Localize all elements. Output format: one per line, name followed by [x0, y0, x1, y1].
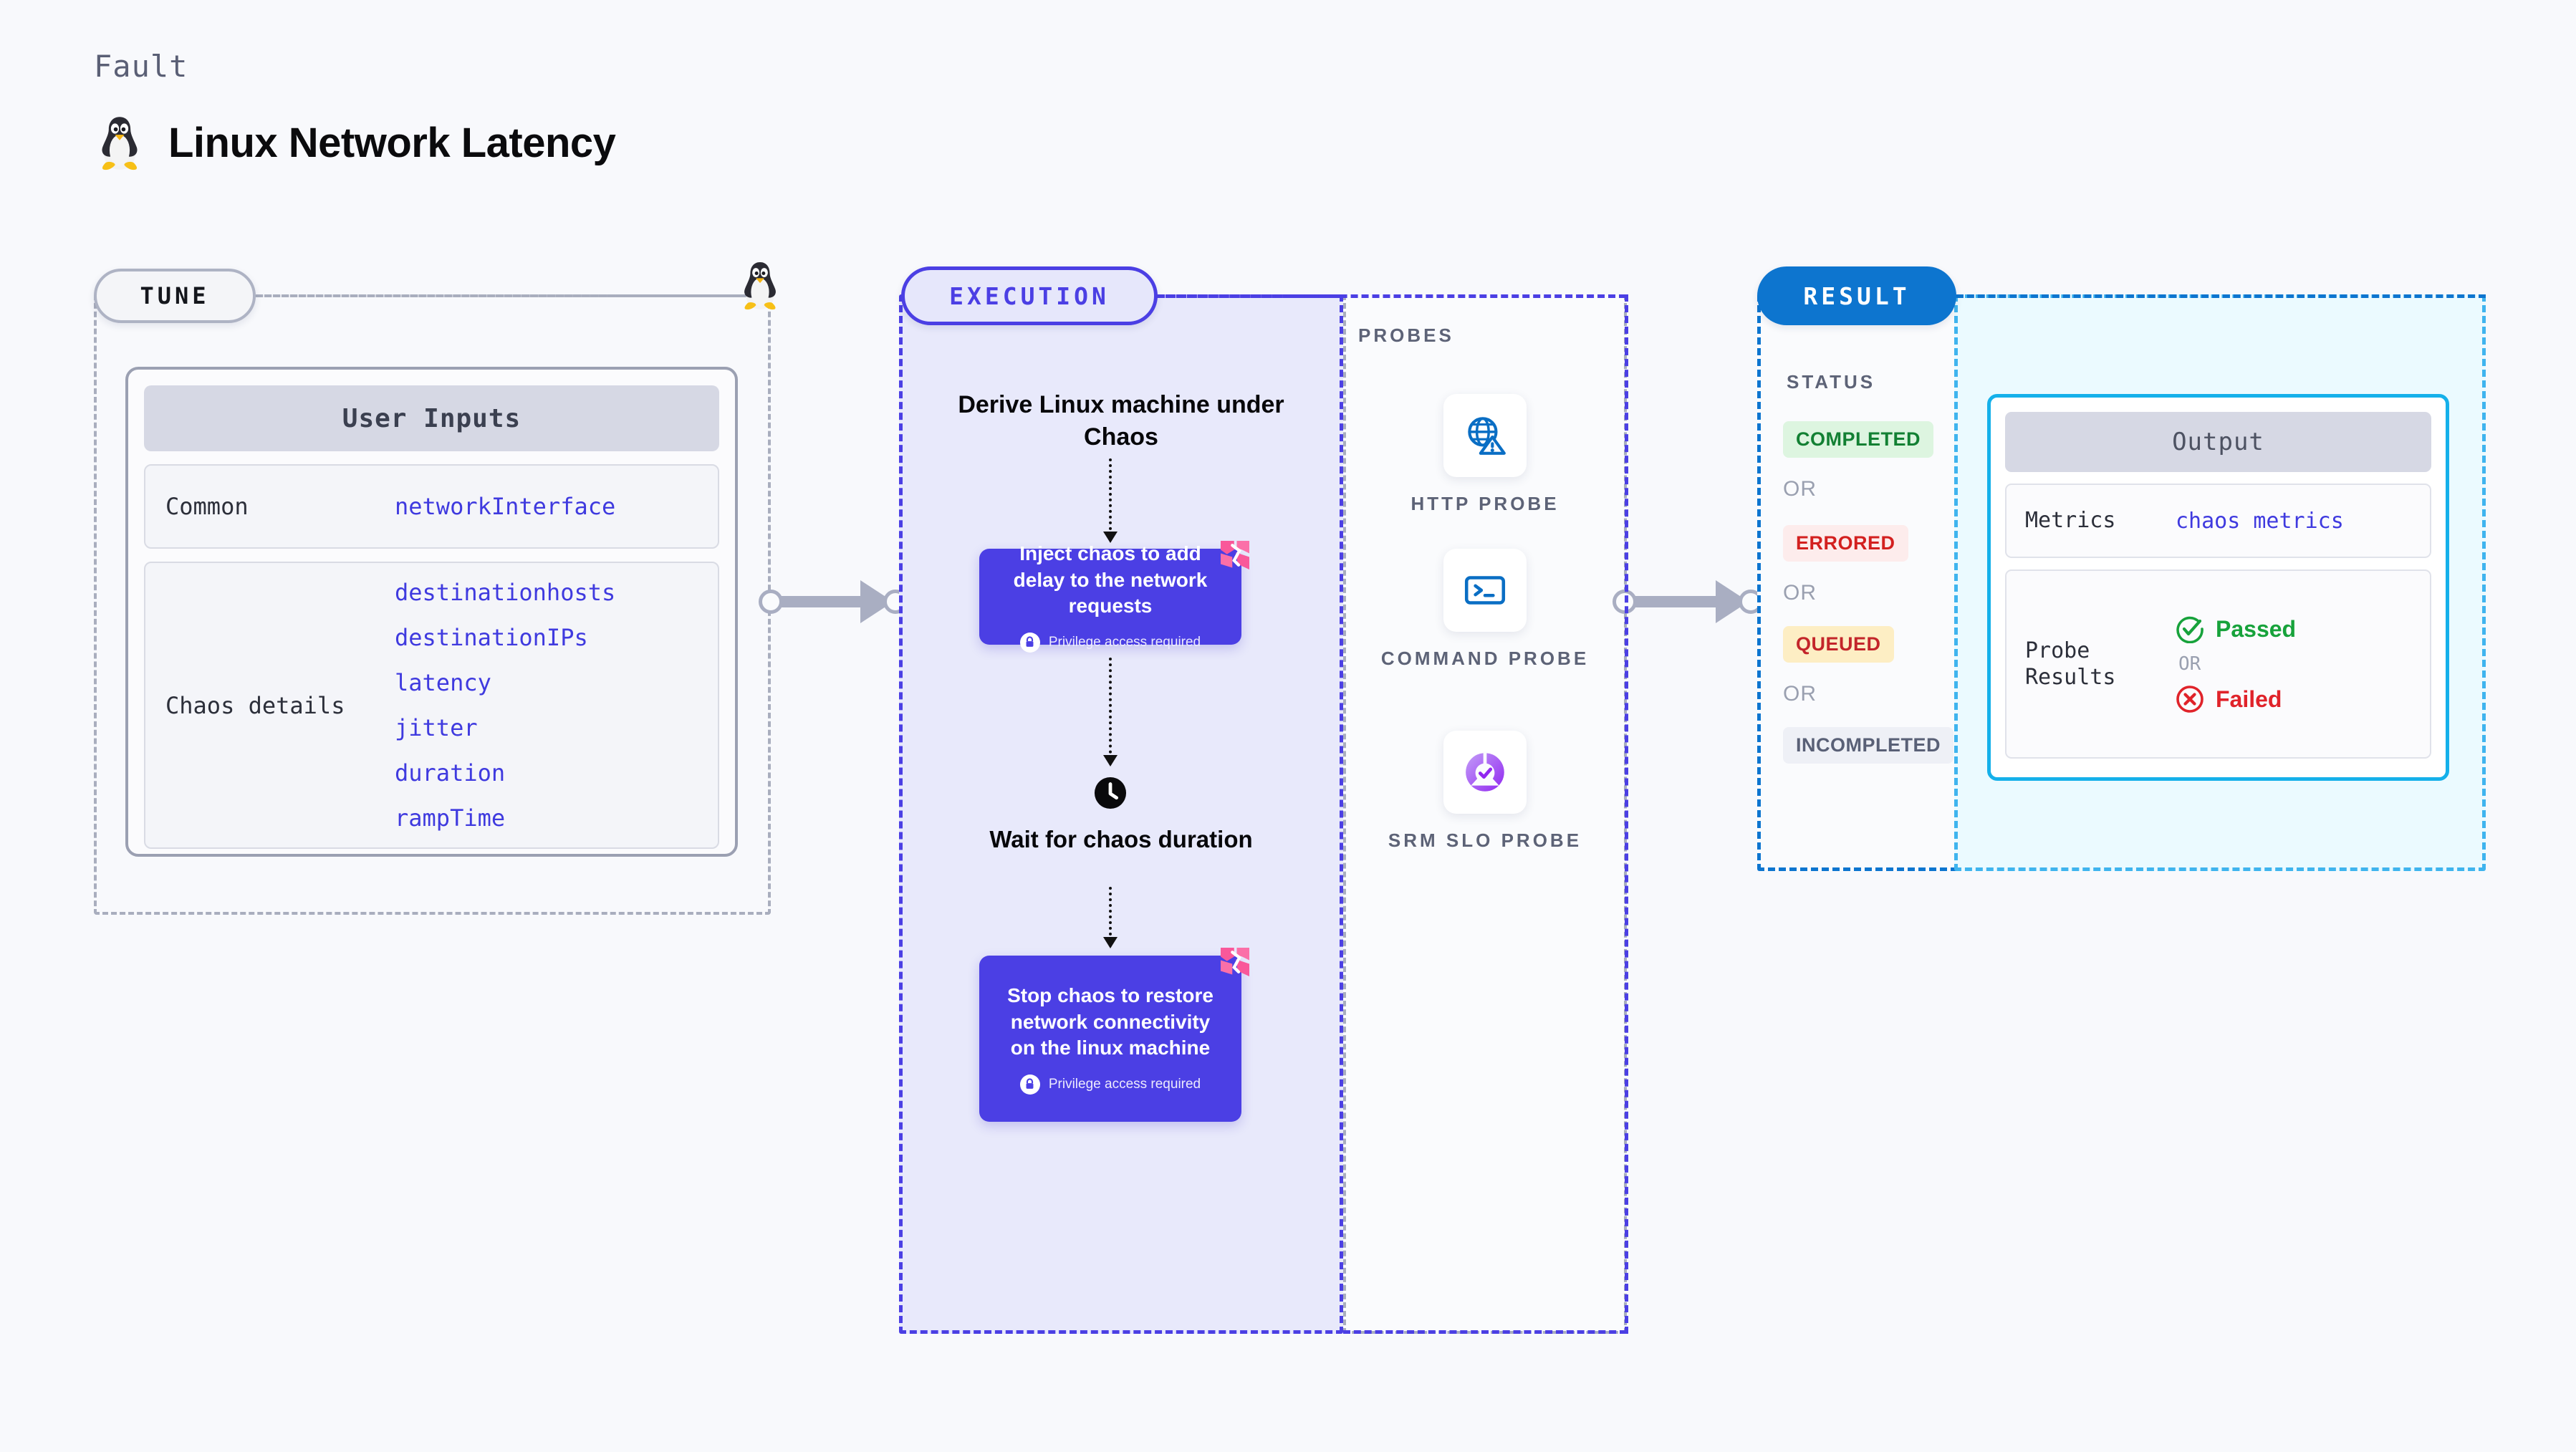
- probes-section-label: PROBES: [1358, 324, 1454, 346]
- tune-row-key: Chaos details: [165, 691, 345, 719]
- check-circle-icon: [2176, 616, 2203, 643]
- probe-result-options: Passed OR Failed: [2176, 615, 2296, 713]
- harness-logo-icon: [1221, 948, 1249, 976]
- x-circle-icon: [2176, 686, 2203, 713]
- srm-slo-check-icon: [1443, 731, 1527, 814]
- harness-logo-icon: [1221, 541, 1249, 569]
- arrow-inject-to-wait: [1103, 658, 1118, 766]
- result-pill[interactable]: RESULT: [1757, 266, 1956, 325]
- step-title: Stop chaos to restore network connectivi…: [1007, 984, 1213, 1059]
- terminal-icon: [1443, 549, 1527, 632]
- probe-passed-label: Passed: [2216, 615, 2297, 642]
- connector-execution-to-result: [1613, 580, 1763, 623]
- arrow-wait-to-stop: [1103, 887, 1118, 948]
- output-row-metrics: Metrics chaos metrics: [2005, 484, 2431, 558]
- connector-tune-to-execution: [759, 580, 908, 623]
- globe-warning-icon: [1443, 394, 1527, 477]
- status-badge-completed: COMPLETED: [1783, 421, 1934, 458]
- step-privilege-note: Privilege access required: [1019, 632, 1201, 653]
- step-privilege-text: Privilege access required: [1048, 1076, 1201, 1092]
- tune-row-common: Common networkInterface: [144, 464, 719, 549]
- probe-item-command[interactable]: COMMAND PROBE: [1378, 549, 1592, 671]
- output-card: Output Metrics chaos metrics Probe Resul…: [1987, 394, 2449, 781]
- fault-eyebrow-label: Fault: [94, 49, 188, 84]
- execution-pill[interactable]: EXECUTION: [901, 266, 1158, 325]
- output-row-probe-results: Probe Results Passed OR Failed: [2005, 569, 2431, 759]
- tune-value-latency[interactable]: latency: [395, 669, 491, 696]
- status-or-label: OR: [1783, 581, 1817, 605]
- user-inputs-card: User Inputs Common networkInterface Chao…: [125, 367, 738, 857]
- probe-caption: HTTP PROBE: [1410, 493, 1559, 514]
- output-card-title: Output: [2005, 412, 2431, 472]
- probe-caption: COMMAND PROBE: [1380, 648, 1590, 669]
- page-title-row: Linux Network Latency: [94, 115, 616, 170]
- lock-icon: [1019, 632, 1040, 653]
- tune-pill[interactable]: TUNE: [94, 269, 256, 323]
- step-title: Inject chaos to add delay to the network…: [1013, 542, 1208, 617]
- clock-icon: [1094, 777, 1127, 809]
- probe-result-passed: Passed: [2176, 615, 2296, 643]
- output-probe-results-key: Probe Results: [2025, 638, 2116, 691]
- tune-row-values: destinationhosts destinationIPs latency …: [395, 579, 615, 832]
- user-inputs-title: User Inputs: [144, 385, 719, 451]
- wait-for-chaos-duration-label: Wait for chaos duration: [989, 826, 1253, 852]
- probe-item-srm-slo[interactable]: SRM SLO PROBE: [1378, 731, 1592, 853]
- lock-icon: [1019, 1074, 1040, 1095]
- result-panel-top-dash: [1956, 294, 2486, 298]
- probe-result-or-label: OR: [2178, 653, 2201, 675]
- execution-panel-right-dash: [1625, 294, 1628, 1334]
- execution-panel-bottom-dash: [1343, 1330, 1627, 1334]
- output-metrics-value[interactable]: chaos metrics: [2176, 508, 2344, 534]
- page-title: Linux Network Latency: [168, 119, 616, 166]
- step-privilege-text: Privilege access required: [1048, 634, 1201, 650]
- execution-panel-top-dash: [1158, 294, 1626, 298]
- tune-value-ramptime[interactable]: rampTime: [395, 804, 506, 832]
- probe-caption: SRM SLO PROBE: [1388, 830, 1582, 851]
- status-or-label: OR: [1783, 477, 1817, 501]
- tune-panel-top-dash: [256, 294, 750, 297]
- arrow-head-to-inject: [1103, 458, 1118, 543]
- tune-value-destinationhosts[interactable]: destinationhosts: [395, 579, 616, 606]
- status-badge-incompleted: INCOMPLETED: [1783, 727, 1954, 764]
- status-badge-queued: QUEUED: [1783, 626, 1894, 663]
- tune-row-values: networkInterface: [395, 493, 615, 520]
- probe-failed-label: Failed: [2216, 686, 2282, 712]
- execution-head-label: Derive Linux machine under Chaos: [958, 391, 1284, 451]
- linux-penguin-icon: [102, 117, 138, 170]
- tune-value-duration[interactable]: duration: [395, 759, 506, 787]
- step-privilege-note: Privilege access required: [1019, 1074, 1201, 1095]
- status-or-label: OR: [1783, 682, 1817, 706]
- tune-value-destinationips[interactable]: destinationIPs: [395, 624, 588, 651]
- execution-panel: [899, 294, 1343, 1334]
- execution-step-stop-chaos[interactable]: Stop chaos to restore network connectivi…: [979, 948, 1249, 1122]
- probe-result-failed: Failed: [2176, 685, 2296, 713]
- tune-value-networkinterface[interactable]: networkInterface: [395, 493, 616, 520]
- status-section-label: STATUS: [1787, 371, 1876, 393]
- tune-row-chaos-details: Chaos details destinationhosts destinati…: [144, 562, 719, 849]
- probe-item-http[interactable]: HTTP PROBE: [1378, 394, 1592, 516]
- execution-step-inject-chaos[interactable]: Inject chaos to add delay to the network…: [979, 541, 1249, 653]
- linux-penguin-icon: [744, 262, 776, 310]
- status-badge-errored: ERRORED: [1783, 525, 1908, 562]
- output-metrics-key: Metrics: [2025, 508, 2116, 534]
- tune-value-jitter[interactable]: jitter: [395, 714, 478, 741]
- tune-row-key: Common: [165, 493, 249, 520]
